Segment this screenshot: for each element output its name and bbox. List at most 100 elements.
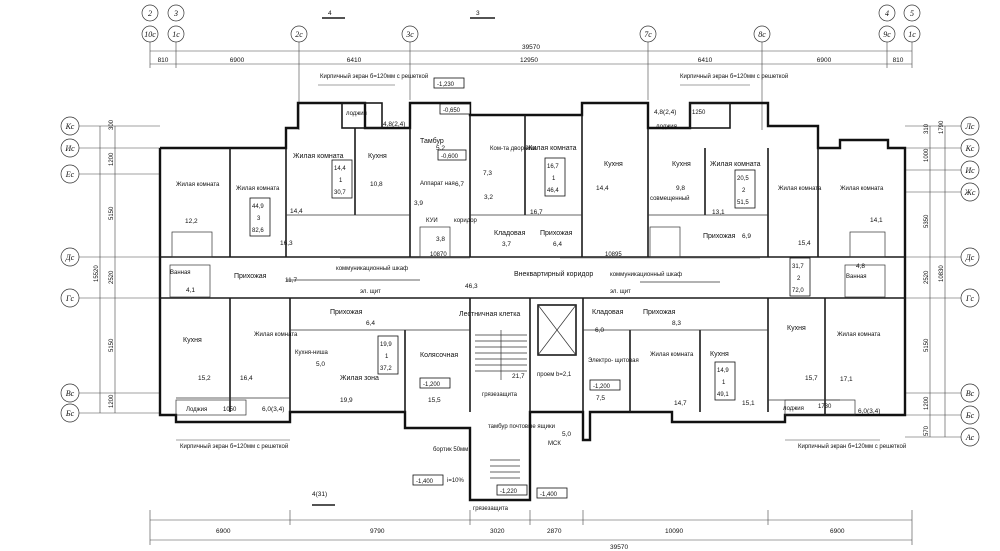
room-msk: МСК bbox=[548, 441, 561, 447]
building-walls bbox=[158, 84, 907, 502]
apt-tag-1: 14,4 1 30,7 bbox=[331, 159, 353, 199]
dim-bottom-total: 39570 bbox=[610, 544, 628, 551]
dim-top-2: 6410 bbox=[347, 57, 362, 64]
room-kitchen-mr-area: 15,1 bbox=[742, 400, 755, 407]
svg-text:2: 2 bbox=[797, 276, 801, 282]
room-kladovaya-2-area: 6,0 bbox=[595, 327, 604, 334]
room-loggia-top-l: лоджия bbox=[346, 111, 367, 117]
room-bortik: бортик 50мм bbox=[433, 447, 468, 453]
room-ui-area: 3,8 bbox=[436, 236, 445, 243]
notes: Кирпичный экран б=120мм с решеткой Кирпи… bbox=[180, 73, 906, 450]
svg-text:1: 1 bbox=[339, 178, 343, 184]
svg-text:46,4: 46,4 bbox=[547, 188, 559, 194]
svg-text:51,5: 51,5 bbox=[737, 200, 749, 206]
dim-left-total: 15520 bbox=[94, 265, 100, 282]
left-dimensions: 300 1200 5150 2520 5150 1200 15520 bbox=[94, 119, 115, 408]
dim-bottom-1: 9790 bbox=[370, 528, 385, 535]
apt-tag-4: 44,9 3 82,6 bbox=[249, 197, 271, 237]
right-axis-Gc: Гс bbox=[965, 294, 975, 303]
room-elektroshchitovaya: Электро- щитовая bbox=[588, 358, 639, 364]
svg-text:82,6: 82,6 bbox=[252, 228, 264, 234]
room-tambur-pocht: тамбур почтовые ящики bbox=[488, 424, 555, 430]
section-mark-4: 4 bbox=[328, 10, 332, 17]
room-apparatnaya: Аппарат ная bbox=[420, 181, 455, 187]
apt-tag-7: 14,9 1 49,1 bbox=[714, 361, 736, 401]
dim-bottom-4: 10090 bbox=[665, 528, 683, 535]
dim-right-4: 10830 bbox=[939, 265, 945, 282]
right-axis-Vc: Вс bbox=[966, 389, 975, 398]
top-axis-bubbles: 2 10с 3 1с 2с 3с 7с 8с 4 9с 5 1с bbox=[141, 4, 921, 43]
room-komm-shkaf-r: коммуникационный шкаф bbox=[610, 271, 682, 278]
room-gryazezashchita: грязезащита bbox=[482, 392, 518, 398]
axis-bubble-2 bbox=[141, 4, 159, 22]
dim-top-total: 39570 bbox=[522, 44, 540, 51]
level-1: -1,230 bbox=[437, 82, 455, 88]
room-sovm-r: совмещенный bbox=[650, 195, 689, 202]
left-axis-Ic: Ис bbox=[64, 144, 75, 153]
room-prihozh-l-area: 11,7 bbox=[285, 277, 298, 284]
svg-text:1: 1 bbox=[552, 176, 556, 182]
left-axis-Kc: Кс bbox=[65, 122, 75, 131]
dim-center-0: 10870 bbox=[430, 252, 447, 258]
room-kitchen-rr: Кухня bbox=[787, 325, 806, 332]
room-zhk-r3-area: 14,1 bbox=[870, 217, 883, 224]
apt-tag-6: 19,9 1 37,2 bbox=[377, 335, 399, 375]
axis-sub-1c: 1с bbox=[172, 30, 180, 39]
room-area-73: 7,3 bbox=[483, 170, 492, 177]
room-apparat-area: 3,9 bbox=[414, 200, 423, 207]
dim-left-2: 5150 bbox=[109, 206, 115, 220]
right-dimensions: 310 1790 1000 5350 10830 2520 5150 1200 … bbox=[924, 120, 945, 436]
dim-center-1: 10895 bbox=[605, 252, 622, 258]
svg-text:37,2: 37,2 bbox=[380, 366, 392, 372]
room-el-shchit-r: эл. щит bbox=[610, 289, 631, 295]
room-prihozh-ml: Прихожая bbox=[330, 309, 363, 316]
room-area-32: 3,2 bbox=[484, 194, 493, 201]
room-kitchen-1-area: 10,8 bbox=[370, 181, 383, 188]
room-vannaya-r: Ванная bbox=[846, 274, 867, 280]
dim-bottom-0: 6900 bbox=[216, 528, 231, 535]
right-axis-Dc: Дс bbox=[965, 253, 975, 262]
svg-text:14,9: 14,9 bbox=[717, 368, 729, 374]
room-vannaya-l-area: 4,1 bbox=[186, 287, 195, 294]
apt-tag-3: 20,5 2 51,5 bbox=[734, 169, 756, 209]
room-tambur: Тамбур bbox=[420, 137, 444, 145]
dim-top-3: 12950 bbox=[520, 57, 538, 64]
room-loggia-top-l-area: 4,8(2,4) bbox=[383, 121, 405, 128]
axis-label-2: 2 bbox=[148, 9, 152, 18]
room-zhk-r2: Жилая комната bbox=[778, 186, 822, 192]
svg-text:49,1: 49,1 bbox=[717, 392, 729, 398]
dim-right-2: 1000 bbox=[924, 148, 930, 162]
dim-right-7: 1200 bbox=[924, 396, 930, 410]
dim-left-3: 2520 bbox=[109, 270, 115, 284]
right-axis-Zhc: Жс bbox=[964, 188, 976, 197]
dim-top-4: 6410 bbox=[698, 57, 713, 64]
left-axis-bubbles: Кс Ис Ес Дс Гс Вс Бс bbox=[60, 116, 80, 423]
section-mark-3: 3 bbox=[476, 10, 480, 17]
svg-text:44,9: 44,9 bbox=[252, 204, 264, 210]
room-zhk-l3-area: 16,4 bbox=[240, 375, 253, 382]
room-loggia-top-r-area: 4,8(2,4) bbox=[654, 109, 676, 116]
dim-top-0: 810 bbox=[158, 57, 169, 64]
axis-sub-1c-r: 1с bbox=[908, 30, 916, 39]
room-zhk-l1: Жилая комната bbox=[176, 182, 220, 188]
room-kolyasochnaya-area: 15,5 bbox=[428, 397, 441, 404]
section-marks: 4 3 4(31) bbox=[312, 10, 495, 506]
dim-top-6: 810 bbox=[893, 57, 904, 64]
svg-text:16,7: 16,7 bbox=[547, 164, 559, 170]
room-kitchen-l-area: 15,2 bbox=[198, 375, 211, 382]
room-kladovaya-2: Кладовая bbox=[592, 309, 624, 316]
room-lestn-area: 21,7 bbox=[512, 373, 525, 380]
room-kitchen-c: Кухня bbox=[604, 161, 623, 168]
level-8: -1,400 bbox=[540, 492, 558, 498]
axis-lines bbox=[149, 42, 913, 130]
dim-top-1: 6900 bbox=[230, 57, 245, 64]
room-zhil-zona: Жилая зона bbox=[340, 375, 379, 382]
dim-left-1: 1200 bbox=[109, 152, 115, 166]
room-zhk-rr: Жилая комната bbox=[837, 332, 881, 338]
room-gryazezashchita-b: грязезащита bbox=[473, 506, 509, 512]
room-vannaya-l: Ванная bbox=[170, 270, 191, 276]
room-zhil-zona-area: 19,9 bbox=[340, 397, 353, 404]
room-zhk-mr: Жилая комната bbox=[650, 352, 694, 358]
dim-bottom-2: 3020 bbox=[490, 528, 505, 535]
dim-left-5: 1200 bbox=[109, 394, 115, 408]
